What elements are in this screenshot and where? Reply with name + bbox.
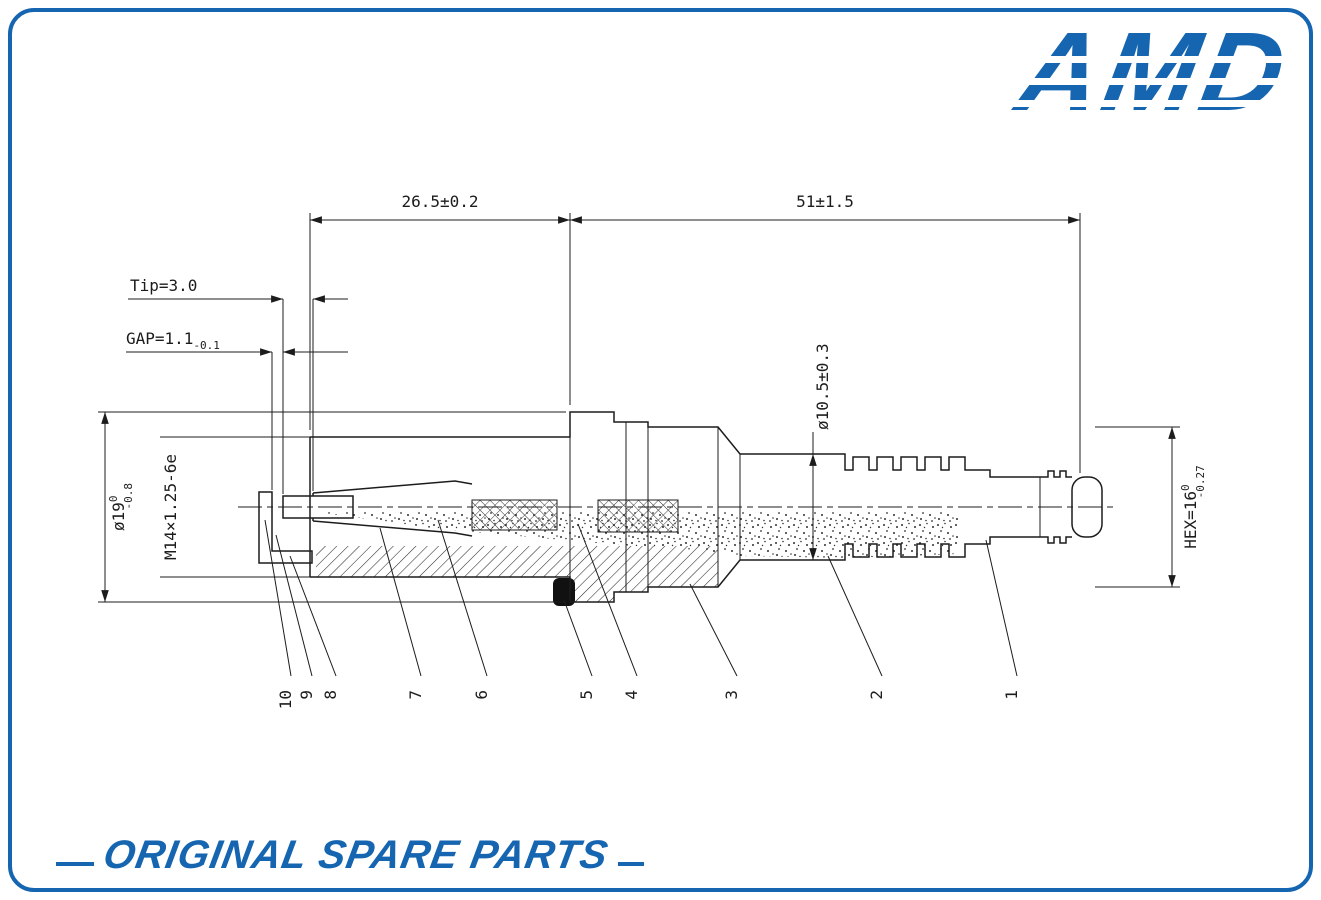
logo-stripe-icon <box>931 78 1293 85</box>
dimension-labels: 26.5±0.2 51±1.5 Tip=3.0 GAP=1.1-0.1 ø190… <box>107 192 1207 560</box>
part-number-10: 10 <box>276 690 295 709</box>
part-number-8: 8 <box>321 690 340 700</box>
part-numbers: 10 9 8 7 6 5 4 3 2 1 <box>276 690 1021 709</box>
plug-outline-bottom <box>310 536 1072 603</box>
shell-section-hatch-flange <box>570 546 614 602</box>
plug-outline <box>258 411 1103 603</box>
ground-electrode <box>258 491 313 564</box>
part-number-2: 2 <box>867 690 886 700</box>
part-number-1: 1 <box>1002 690 1021 700</box>
dimension-annotations <box>98 213 1180 603</box>
part-number-9: 9 <box>297 690 316 700</box>
dim-gap <box>126 348 348 490</box>
footer-tagline-text: ORIGINAL SPARE PARTS <box>100 833 612 877</box>
label-thread-spec: M14×1.25-6e <box>161 454 180 560</box>
insulator-nose-top <box>312 480 473 494</box>
brand-logo: AMD <box>931 9 1298 134</box>
label-dia19: ø190-0.8 <box>107 483 135 531</box>
dim-dia19 <box>98 411 566 603</box>
inner-seal-packing-block <box>471 499 558 531</box>
shell-section-hatch-hex <box>648 546 718 587</box>
label-dia-insulator: ø10.5±0.3 <box>813 343 832 430</box>
footer-tagline: ORIGINAL SPARE PARTS <box>56 833 644 878</box>
label-insulator-length: 51±1.5 <box>796 192 854 211</box>
conductive-glass-seal-block <box>597 499 679 533</box>
part-number-6: 6 <box>472 690 491 700</box>
logo-stripe-icon <box>931 56 1293 63</box>
label-tip: Tip=3.0 <box>130 276 197 295</box>
plug-outline-top <box>310 411 1072 478</box>
label-thread-length: 26.5±0.2 <box>401 192 478 211</box>
insulator-nose-bottom <box>312 520 473 537</box>
part-number-7: 7 <box>406 690 425 700</box>
dim-thread-spec <box>160 436 310 578</box>
brand-logo-text: AMD <box>1009 9 1299 134</box>
shell-section-hatch-washer <box>614 546 648 592</box>
part-number-5: 5 <box>577 690 596 700</box>
section-fills <box>316 499 958 606</box>
footer-rule-right <box>617 861 644 866</box>
label-gap: GAP=1.1-0.1 <box>126 329 220 352</box>
dim-thread-length <box>309 213 1081 473</box>
part-number-4: 4 <box>622 690 641 700</box>
terminal-knob <box>1071 476 1103 538</box>
footer-rule-left <box>56 861 94 866</box>
dim-hex <box>1095 426 1180 588</box>
dim-tip <box>128 295 348 494</box>
logo-stripe-icon <box>931 100 1293 107</box>
label-hex: HEX=160-0.27 <box>1179 465 1207 549</box>
part-number-3: 3 <box>722 690 741 700</box>
part-leaders <box>264 519 1018 677</box>
shell-section-hatch-thread <box>316 546 570 577</box>
center-electrode <box>282 495 354 519</box>
